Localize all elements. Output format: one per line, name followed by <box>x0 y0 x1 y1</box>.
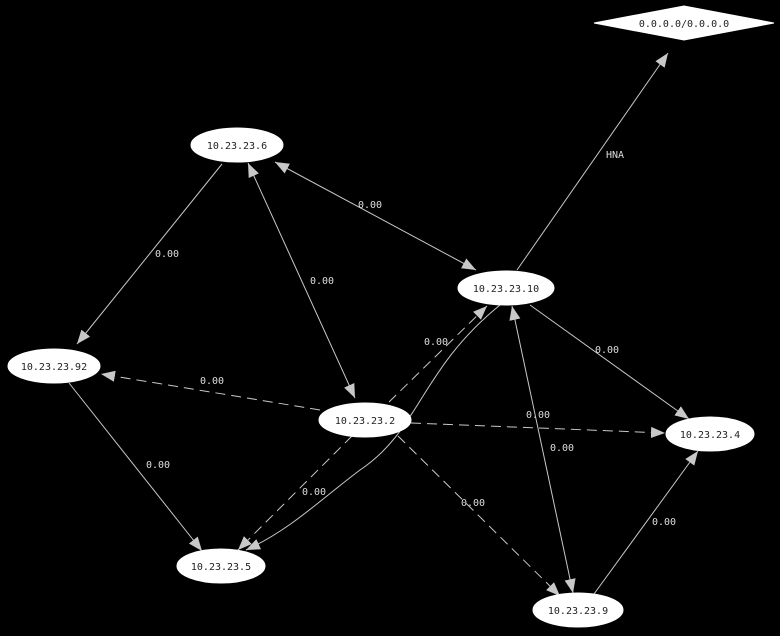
node-hna[interactable]: 0.0.0.0/0.0.0.0 <box>593 5 775 41</box>
edge-label-n2-n10: 0.00 <box>424 337 448 348</box>
node-ellipse <box>318 402 412 438</box>
edge-n2-n92 <box>100 370 321 411</box>
edge-label-n10-hna: HNA <box>606 150 624 161</box>
node-n9[interactable]: 10.23.23.9 <box>532 592 624 628</box>
node-n5[interactable]: 10.23.23.5 <box>176 548 266 584</box>
node-label: 10.23.23.5 <box>191 562 251 573</box>
edge-n6-n2 <box>247 162 356 399</box>
node-n2[interactable]: 10.23.23.2 <box>318 402 412 438</box>
edge-n6-n92 <box>76 163 223 345</box>
node-label: 10.23.23.92 <box>21 362 87 373</box>
edge-n10-n9 <box>509 305 576 594</box>
node-layer: 10.23.23.6 10.23.23.10 10.23.23.92 10.23.23… <box>7 5 775 628</box>
node-n4[interactable]: 10.23.23.4 <box>665 416 755 452</box>
edge-n10-n5 <box>245 304 501 551</box>
edge-label-n6-n2: 0.00 <box>310 276 334 287</box>
node-ellipse <box>665 416 755 452</box>
edge-n2-n9 <box>397 435 561 597</box>
edge-n2-n4 <box>410 422 666 439</box>
node-label: 0.0.0.0/0.0.0.0 <box>639 19 729 30</box>
edge-n10-hna <box>516 52 669 271</box>
edge-layer: HNA 0.00 0.00 0.00 0.00 0.00 0.00 0.00 0.00 0.00 0… <box>68 52 699 597</box>
node-ellipse <box>190 127 284 163</box>
edge-label-n6-n92: 0.00 <box>155 249 179 260</box>
edge-label-n10-n4: 0.00 <box>595 345 619 356</box>
node-n10[interactable]: 10.23.23.10 <box>457 270 555 306</box>
edge-n2-n5 <box>237 435 353 551</box>
node-n92[interactable]: 10.23.23.92 <box>7 348 101 384</box>
edge-n9-n4 <box>593 450 699 595</box>
edge-label-n9-n4: 0.00 <box>652 517 676 528</box>
edge-label-n2-n5: 0.00 <box>302 487 326 498</box>
node-ellipse <box>457 270 555 306</box>
node-label: 10.23.23.9 <box>548 606 608 617</box>
node-n6[interactable]: 10.23.23.6 <box>190 127 284 163</box>
edge-label-n2-n4: 0.00 <box>526 410 550 421</box>
edge-n92-n5 <box>68 382 203 552</box>
edge-label-n92-n5: 0.00 <box>146 460 170 471</box>
node-ellipse <box>7 348 101 384</box>
edge-label-n6-n10: 0.00 <box>358 200 382 211</box>
node-label: 10.23.23.2 <box>335 416 395 427</box>
edge-label-n10-n9: 0.00 <box>550 443 574 454</box>
edge-label-n2-n9: 0.00 <box>461 498 485 509</box>
edge-n2-n10 <box>388 305 488 403</box>
node-label: 10.23.23.4 <box>680 430 740 441</box>
node-label: 10.23.23.6 <box>207 141 267 152</box>
node-label: 10.23.23.10 <box>473 284 539 295</box>
node-ellipse <box>532 592 624 628</box>
edge-label-n2-n92: 0.00 <box>200 376 224 387</box>
hna-diamond <box>593 5 775 41</box>
node-ellipse <box>176 548 266 584</box>
